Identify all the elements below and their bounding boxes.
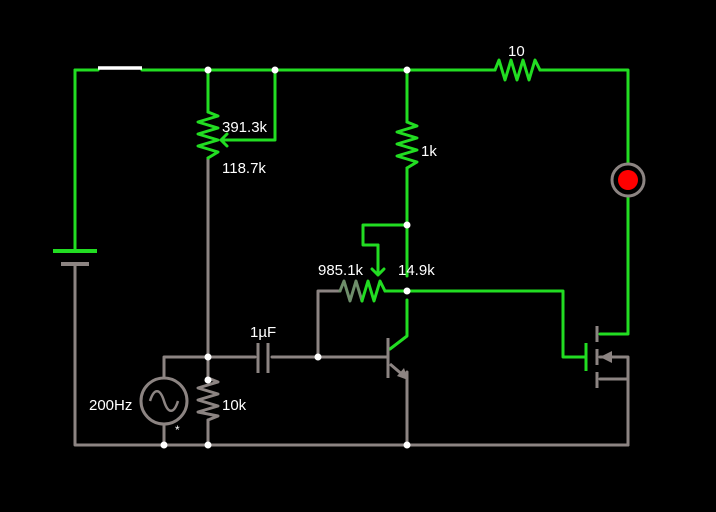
- node[interactable]: [403, 66, 411, 74]
- battery[interactable]: [53, 249, 97, 266]
- wire-gate[interactable]: [383, 289, 588, 359]
- pot-gate-wiper-arrow: [370, 243, 386, 277]
- node[interactable]: [314, 353, 322, 361]
- node[interactable]: [271, 66, 279, 74]
- pot-gate[interactable]: 985.1k 14.9k: [318, 243, 435, 303]
- led-light-icon: [618, 170, 638, 190]
- resistor-base[interactable]: 10k: [196, 376, 247, 422]
- pot-bias[interactable]: 391.3k 118.7k: [196, 110, 268, 177]
- pot-gate-left-label: 985.1k: [318, 262, 364, 279]
- node[interactable]: [160, 441, 168, 449]
- node[interactable]: [204, 353, 212, 361]
- live-wires: [73, 68, 630, 359]
- nmos-transistor[interactable]: [584, 326, 612, 388]
- pot-gate-right-label: 14.9k: [398, 262, 435, 279]
- resistor-top-zigzag: [493, 58, 542, 82]
- wire-led-drain[interactable]: [598, 195, 630, 336]
- node[interactable]: [204, 376, 212, 384]
- wire-pot-gate-left[interactable]: [316, 289, 342, 359]
- pot-bias-zigzag: [196, 110, 220, 160]
- ac-source-circle: [139, 376, 189, 426]
- pot-bias-wiper-arrow: [219, 132, 237, 148]
- ac-source-label: 200Hz: [89, 397, 132, 414]
- resistor-base-zigzag: [196, 376, 220, 422]
- wire-ground-rail[interactable]: [73, 262, 630, 447]
- nmos-arrow: [600, 351, 612, 363]
- resistor-top[interactable]: 10: [493, 43, 542, 82]
- junction-nodes: [160, 66, 411, 449]
- led[interactable]: [610, 162, 646, 198]
- node[interactable]: [403, 221, 411, 229]
- wire-top-right[interactable]: [538, 68, 630, 165]
- npn-transistor[interactable]: [386, 338, 408, 380]
- capacitor[interactable]: 1µF: [250, 324, 276, 373]
- pot-bias-upper-label: 391.3k: [222, 119, 268, 136]
- sine-wave-icon: [148, 390, 180, 412]
- resistor-collector[interactable]: 1k: [395, 120, 437, 170]
- node[interactable]: [403, 441, 411, 449]
- pot-bias-lower-label: 118.7k: [222, 160, 266, 177]
- pot-gate-zigzag-right: [360, 279, 387, 303]
- resistor-collector-zigzag: [395, 120, 419, 170]
- node[interactable]: [204, 66, 212, 74]
- node[interactable]: [204, 441, 212, 449]
- wire-npn-collector[interactable]: [388, 298, 409, 351]
- node[interactable]: [403, 287, 411, 295]
- wire-pot-bias-wiper[interactable]: [233, 68, 277, 142]
- pot-gate-zigzag-left: [338, 279, 364, 303]
- capacitor-label: 1µF: [250, 324, 276, 341]
- resistor-top-label: 10: [508, 43, 525, 60]
- wire-pot-gate-wiper[interactable]: [361, 223, 409, 247]
- npn-emitter-arrow: [397, 368, 408, 380]
- resistor-base-label: 10k: [222, 397, 247, 414]
- wire-source-top[interactable]: [162, 355, 257, 380]
- ac-source-polarity-mark: *: [175, 423, 180, 437]
- resistor-collector-label: 1k: [421, 143, 437, 160]
- ac-source[interactable]: 200Hz *: [89, 376, 189, 437]
